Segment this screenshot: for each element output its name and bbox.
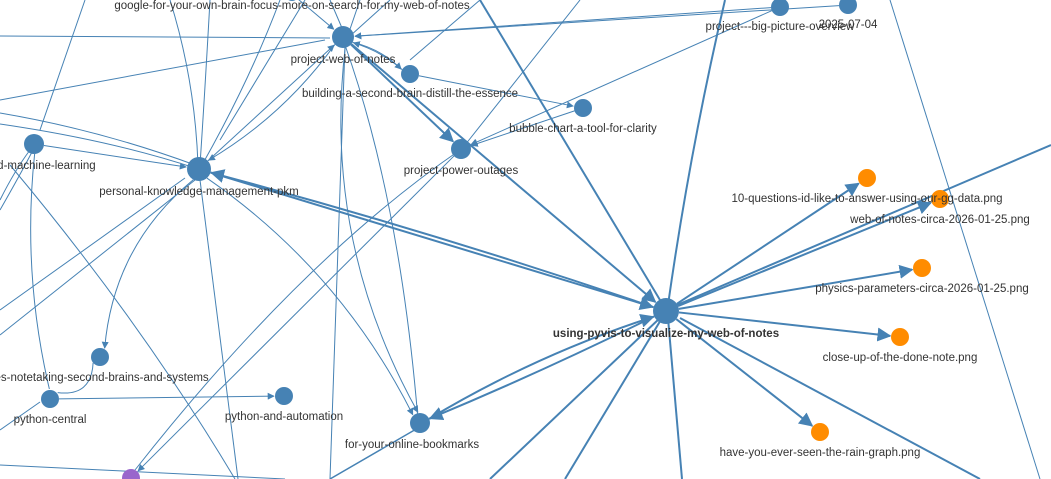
- edge-offscreen: [329, 44, 346, 479]
- edge-offscreen: [349, 0, 391, 37]
- node-label-notetaking: tes-notetaking-second-brains-and-systems: [0, 372, 209, 384]
- node-label-google-brain: google-for-your-own-brain-focus-more-on-…: [114, 0, 470, 12]
- edge-offscreen: [0, 35, 331, 39]
- node-label-machine-learning: and-machine-learning: [0, 160, 96, 172]
- node-second-brain[interactable]: [401, 65, 419, 83]
- edge-offscreen: [39, 0, 86, 131]
- edge-pkm-to-pyvis: [210, 171, 654, 310]
- node-label-web-notes-png: web-of-notes-circa-2026-01-25.png: [849, 214, 1030, 226]
- node-label-rain-graph: have-you-ever-seen-the-rain-graph.png: [720, 447, 921, 459]
- edge-offscreen: [0, 112, 196, 166]
- node-done-note[interactable]: [891, 328, 909, 346]
- node-rain-graph[interactable]: [811, 423, 829, 441]
- node-layer: [24, 0, 949, 479]
- edge-notetaking-to-python-central: [57, 362, 94, 394]
- node-label-done-note: close-up-of-the-done-note.png: [823, 352, 978, 364]
- edge-pkm-to-web-of-notes: [207, 44, 335, 162]
- edge-offscreen: [0, 179, 196, 336]
- edge-google-brain-to-web-of-notes: [298, 0, 335, 30]
- edge-bubble-chart-to-power-outages: [470, 110, 575, 147]
- edge-offscreen: [479, 0, 661, 301]
- edge-python-central-to-python-automation: [58, 392, 275, 400]
- edge-offscreen: [0, 177, 186, 311]
- node-web-of-notes[interactable]: [332, 26, 354, 48]
- node-purple[interactable]: [122, 469, 140, 479]
- edge-machine-learning-to-pkm: [43, 145, 187, 170]
- edge-offscreen: [199, 0, 211, 166]
- edge-bookmarks-to-pyvis: [428, 314, 655, 420]
- edge-offscreen: [889, 0, 1041, 479]
- node-bookmarks[interactable]: [410, 413, 430, 433]
- edge-offscreen: [0, 401, 41, 431]
- node-power-outages[interactable]: [451, 139, 471, 159]
- node-python-automation[interactable]: [275, 387, 293, 405]
- node-big-picture[interactable]: [771, 0, 789, 16]
- node-google-brain[interactable]: [285, 0, 299, 1]
- edge-offscreen: [199, 179, 239, 479]
- node-physics[interactable]: [913, 259, 931, 277]
- node-bubble-chart[interactable]: [574, 99, 592, 117]
- edge-pyvis-to-physics: [678, 264, 914, 310]
- edge-offscreen: [169, 0, 199, 166]
- edge-pyvis-to-bookmarks: [428, 315, 655, 421]
- node-label-second-brain: building-a-second-brain-distill-the-esse…: [302, 88, 518, 100]
- node-machine-learning[interactable]: [24, 134, 44, 154]
- edge-big-picture-to-power-outages: [470, 10, 772, 146]
- edge-power-outages-to-purple: [137, 155, 455, 472]
- edge-offscreen: [0, 39, 326, 101]
- node-label-bubble-chart: bubble-chart-a-tool-for-clarity: [509, 123, 657, 135]
- node-label-power-outages: project-power-outages: [404, 165, 519, 177]
- edge-offscreen: [667, 0, 726, 306]
- edge-offscreen: [0, 151, 33, 211]
- edge-offscreen: [201, 0, 281, 166]
- node-label-python-automation: python-and-automation: [225, 411, 343, 423]
- node-label-bookmarks: for-your-online-bookmarks: [345, 439, 479, 451]
- edge-offscreen: [669, 144, 1051, 309]
- edge-offscreen: [329, 427, 419, 479]
- edge-pyvis-to-pkm: [210, 169, 654, 309]
- edge-pyvis-to-web-notes-png: [677, 201, 933, 308]
- edge-pyvis-to-rain-graph: [675, 318, 814, 427]
- node-label-physics: physics-parameters-circa-2026-01-25.png: [815, 283, 1029, 295]
- node-label-questions: 10-questions-id-like-to-answer-using-our…: [731, 193, 1002, 205]
- edge-offscreen: [344, 44, 419, 421]
- edge-web-of-notes-to-power-outages: [350, 43, 455, 143]
- edge-layer: [30, 0, 933, 472]
- node-label-date: 2025-07-04: [819, 19, 878, 31]
- edge-pyvis-to-done-note: [678, 311, 892, 342]
- edge-offscreen: [679, 317, 981, 479]
- node-label-python-central: python-central: [14, 414, 87, 426]
- node-label-big-picture: project---big-picture-overview: [706, 21, 856, 33]
- node-questions[interactable]: [858, 169, 876, 187]
- edge-web-of-notes-to-bookmarks: [340, 47, 419, 413]
- edge-machine-learning-to-python-central: [30, 153, 50, 390]
- edge-offscreen: [667, 317, 683, 479]
- edge-offscreen: [9, 164, 236, 479]
- edge-pkm-to-notetaking: [101, 179, 194, 349]
- edge-web-of-notes-to-second-brain: [352, 41, 402, 70]
- edge-offscreen: [134, 149, 461, 471]
- node-notetaking[interactable]: [91, 348, 109, 366]
- label-layer: google-for-your-own-brain-focus-more-on-…: [0, 0, 1030, 459]
- edge-offscreen: [564, 317, 663, 479]
- node-label-pkm: personal-knowledge-management-pkm: [99, 186, 298, 198]
- node-python-central[interactable]: [41, 390, 59, 408]
- node-web-notes-png[interactable]: [931, 190, 949, 208]
- edge-web-of-notes-to-pyvis: [350, 43, 657, 303]
- node-pyvis[interactable]: [653, 298, 679, 324]
- edge-web-of-notes-to-pkm: [207, 44, 336, 161]
- edge-offscreen: [0, 123, 196, 169]
- node-label-pyvis: using-pyvis-to-visualize-my-web-of-notes: [553, 328, 779, 340]
- node-pkm[interactable]: [187, 157, 211, 181]
- node-date[interactable]: [839, 0, 857, 14]
- edge-offscreen: [0, 149, 31, 201]
- edge-offscreen: [219, 0, 306, 141]
- edge-offscreen: [489, 317, 661, 479]
- node-label-web-of-notes: project-web-of-notes: [291, 54, 396, 66]
- edge-pyvis-to-questions: [676, 182, 860, 305]
- edge-pkm-to-bookmarks: [206, 177, 414, 416]
- edge-second-brain-to-bubble-chart: [418, 75, 574, 109]
